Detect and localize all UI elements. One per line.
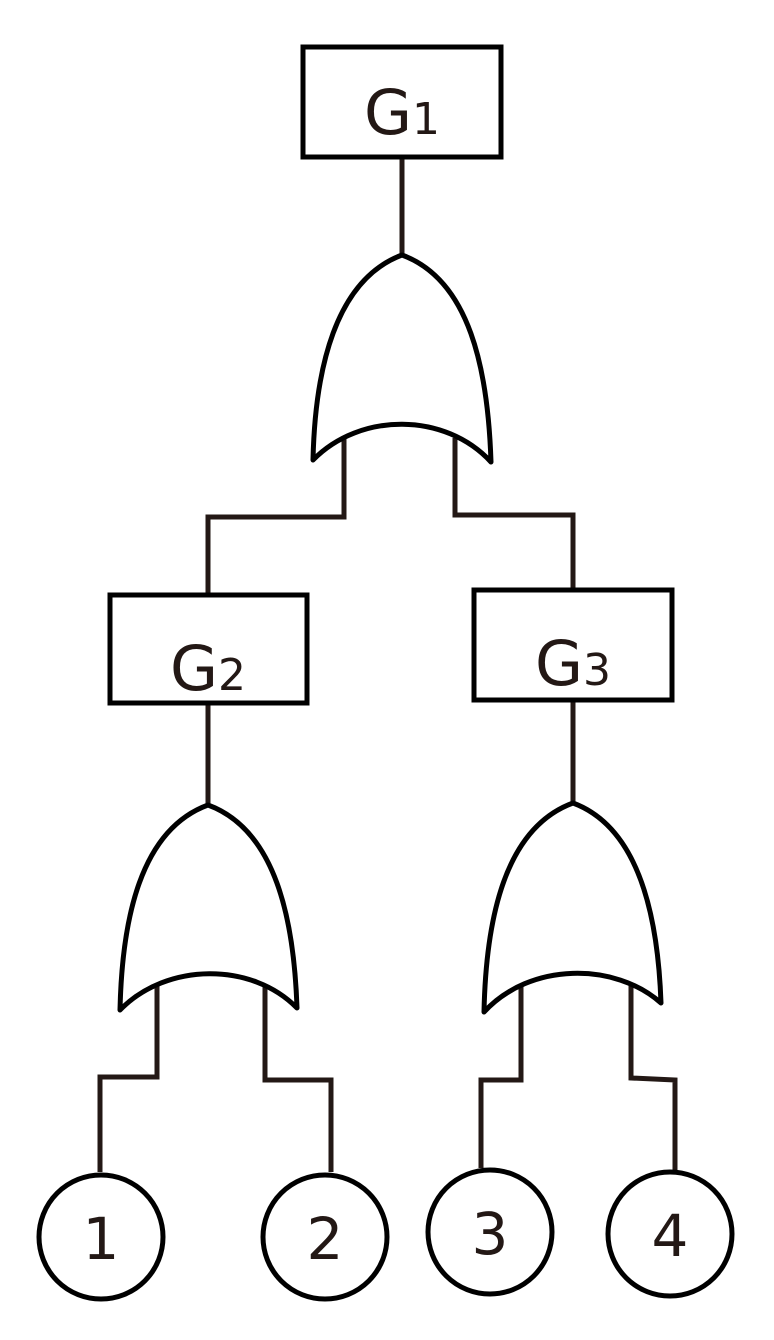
gate-label-g3: G3 [535,627,611,700]
basic-event-4: 4 [605,1169,735,1299]
connector-gate3-event4 [628,985,678,1170]
basic-event-2: 2 [260,1172,390,1302]
basic-event-3: 3 [425,1167,555,1297]
gate-box-g1: G1 [300,44,504,160]
event-label: 3 [472,1200,509,1268]
connector-gate1-g3 [452,438,576,590]
event-label: 1 [83,1205,120,1273]
or-gate-icon [310,252,494,465]
gate-label-g2: G2 [170,632,246,705]
gate-box-g2: G2 [107,592,310,706]
connectors [97,157,678,1172]
gate-label-g1: G1 [364,76,440,149]
connector-gate3-event3 [478,985,524,1168]
or-gate-icon [117,802,300,1013]
connector-gate1-g2 [205,438,347,595]
gate-box-g3: G3 [471,587,675,703]
or-gate-icon [481,800,664,1015]
event-label: 4 [652,1202,689,1270]
event-label: 2 [307,1205,344,1273]
basic-event-1: 1 [36,1172,166,1302]
connector-gate2-event2 [262,985,334,1172]
connector-gate2-event1 [97,985,160,1172]
